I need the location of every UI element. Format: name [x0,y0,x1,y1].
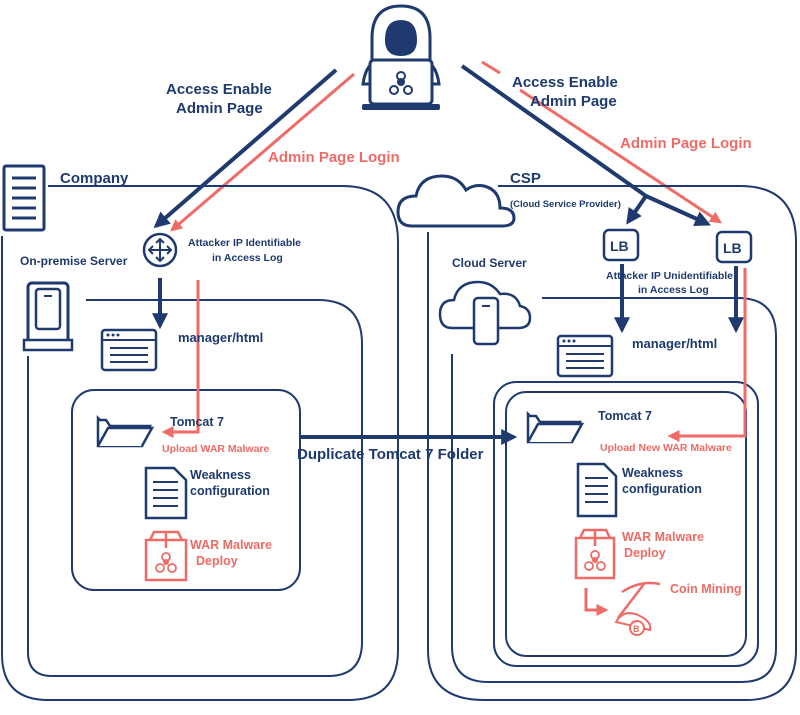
csp-boundary [427,185,797,701]
left-access-label-1: Access Enable [166,81,272,98]
coin-mining-label: Coin Mining [670,582,742,596]
company-login-down-arrow [161,280,200,438]
company-biohazard-box-icon [144,530,188,582]
csp-weak-label-1: Weakness [622,466,683,480]
router-note-2: in Access Log [212,252,283,264]
company-malware-label-1: WAR Malware [190,538,272,552]
left-access-label-2: Admin Page [176,100,263,117]
csp-browser-window-icon [556,334,614,378]
csp-upload-label: Upload New WAR Malware [600,442,732,454]
csp-page-label: manager/html [632,336,717,351]
csp-split-right [645,194,711,227]
right-login-label: Admin Page Login [620,135,752,152]
csp-tomcat-box-inner [505,391,747,657]
csp-title: CSP [510,170,541,187]
csp-biohazard-box-icon [574,528,616,580]
csp-split-left [626,194,648,225]
company-boundary [1,185,399,701]
company-page-label: manager/html [178,330,263,345]
company-tomcat-box [71,389,301,591]
right-access-label-1: Access Enable [512,74,618,91]
on-premise-server-label: On-premise Server [20,254,128,268]
company-upload-label: Upload WAR Malware [162,443,270,455]
csp-document-icon [576,462,618,518]
csp-subtitle: (Cloud Service Provider) [510,199,621,210]
server-icon [22,281,74,352]
cloud-icon [396,174,516,228]
csp-tomcat-box [493,381,759,667]
left-login-label: Admin Page Login [268,149,400,166]
load-balancer-left: LB [602,228,640,262]
mining-arrow [584,588,609,616]
company-tomcat-label: Tomcat 7 [170,415,224,429]
router-note-1: Attacker IP Identifiable [188,237,301,249]
cloud-server-icon [438,280,532,346]
lb-right-label: LB [723,240,742,256]
office-building-icon [2,164,46,232]
csp-folder-icon [526,410,585,444]
access-arrow-csp [460,64,648,198]
company-weak-label-2: configuration [190,484,270,498]
login-arrow-company [170,72,355,232]
right-access-label-2: Admin Page [530,93,617,110]
company-folder-icon [96,414,155,448]
company-weak-label-1: Weakness [190,468,251,482]
lb-note-2: in Access Log [638,284,709,296]
csp-login-down-arrow [667,268,747,442]
login-arrow-csp-a [481,60,501,75]
lb-note-1: Attacker IP Unidentifiable [606,270,733,282]
lb-left-label: LB [610,238,629,254]
router-icon [142,232,178,268]
cloud-server-label: Cloud Server [452,256,527,270]
csp-malware-label-2: Deploy [624,546,666,560]
login-arrow-csp-b [519,88,723,224]
bitcoin-symbol: B [633,624,640,634]
company-document-icon [144,466,188,520]
hooded-hacker-laptop-icon [361,4,441,110]
on-premise-server-boundary [27,299,363,677]
cloud-server-boundary [451,297,777,683]
load-balancer-right: LB [715,230,753,264]
csp-tomcat-label: Tomcat 7 [598,409,652,423]
company-malware-label-2: Deploy [196,554,238,568]
csp-malware-label-1: WAR Malware [622,530,704,544]
pickaxe-bitcoin-icon: B [614,581,661,636]
access-arrow-company [153,68,338,229]
duplicate-label: Duplicate Tomcat 7 Folder [297,446,484,463]
company-browser-window-icon [100,328,158,372]
company-title: Company [60,170,129,187]
csp-weak-label-2: configuration [622,482,702,496]
